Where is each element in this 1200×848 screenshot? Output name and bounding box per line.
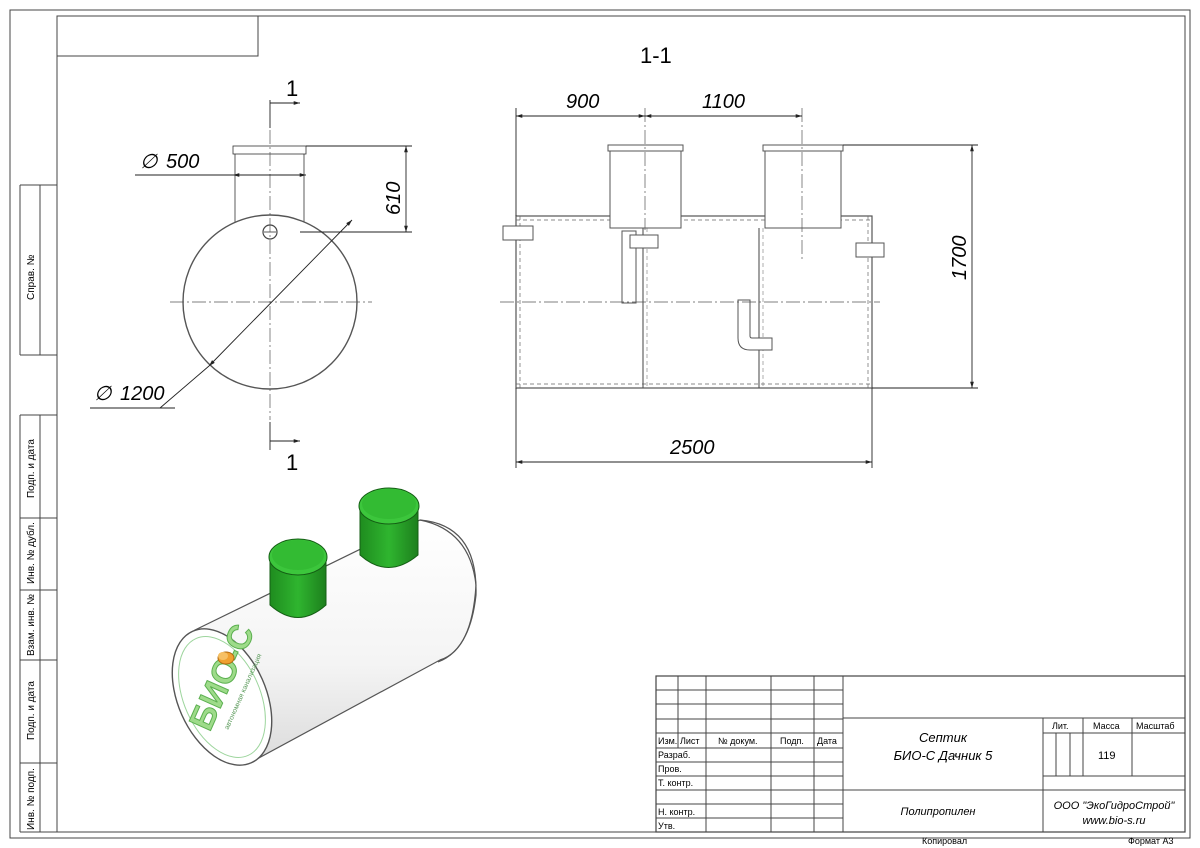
side-label-5: Инв. № подп. [26, 768, 37, 830]
diameter-symbol-neck: ∅ [140, 151, 159, 173]
tb-mass-value: 119 [1098, 750, 1116, 762]
tb-title-line1: Септик [919, 730, 968, 745]
tb-header-doc: № докум. [718, 736, 758, 746]
tb-header-sign: Подп. [780, 736, 804, 746]
section-label: 1-1 [640, 43, 672, 68]
side-stamp: Справ. № Подп. и дата Инв. № дубл. Взам.… [19, 184, 57, 833]
cut-marker-bottom: 1 [286, 450, 298, 475]
dim-neck-height: 610 [383, 182, 405, 215]
tb-row-tkontr: Т. контр. [658, 778, 693, 788]
sheet-border [9, 9, 1191, 839]
section-view: 1-1 900 1100 [500, 43, 978, 468]
top-left-stamp [57, 16, 259, 57]
tb-header-list: Лист [680, 736, 700, 746]
side-label-4: Подп. и дата [26, 681, 37, 740]
front-view: 1 1 ∅ 500 610 ∅ 1200 [90, 76, 412, 475]
tb-material: Полипропилен [900, 806, 975, 818]
tb-row-razrab: Разраб. [658, 750, 690, 760]
side-label-2: Инв. № дубл. [25, 522, 37, 584]
dim-length: 2500 [669, 437, 715, 459]
side-label-1: Подп. и дата [26, 439, 37, 498]
tb-col-mass: Масса [1093, 721, 1120, 731]
tb-row-nkontr: Н. контр. [658, 807, 695, 817]
dim-spacing-1: 900 [566, 91, 599, 113]
tb-header-izm: Изм. [658, 736, 677, 746]
tb-copied: Копировал [922, 836, 967, 846]
tb-row-utv: Утв. [658, 821, 675, 831]
side-label-3: Взам. инв. № [26, 594, 37, 656]
isometric-view: БИО-С автономная канализация [171, 487, 477, 766]
tb-header-date: Дата [817, 736, 837, 746]
tb-row-prov: Пров. [658, 764, 682, 774]
side-label-0: Справ. № [26, 254, 37, 300]
dim-height: 1700 [949, 236, 971, 281]
lid-back [358, 487, 420, 568]
dim-spacing-2: 1100 [702, 91, 745, 113]
title-block: Изм. Лист № докум. Подп. Дата Разраб. Пр… [655, 675, 1186, 846]
dim-neck-diameter: 500 [166, 151, 199, 173]
tb-col-lit: Лит. [1052, 721, 1069, 731]
cut-marker-top: 1 [286, 76, 298, 101]
tb-title-line2: БИО-С Дачник 5 [894, 748, 994, 763]
tb-company-site: www.bio-s.ru [1083, 815, 1146, 827]
tb-format: Формат А3 [1128, 836, 1173, 846]
lid-front [268, 538, 328, 618]
diameter-symbol-body: ∅ [94, 383, 113, 405]
dim-body-diameter: 1200 [120, 383, 165, 405]
tb-col-scale: Масштаб [1136, 721, 1175, 731]
inner-frame [56, 15, 1186, 833]
tb-company: ООО "ЭкоГидроСтрой" [1054, 800, 1176, 812]
